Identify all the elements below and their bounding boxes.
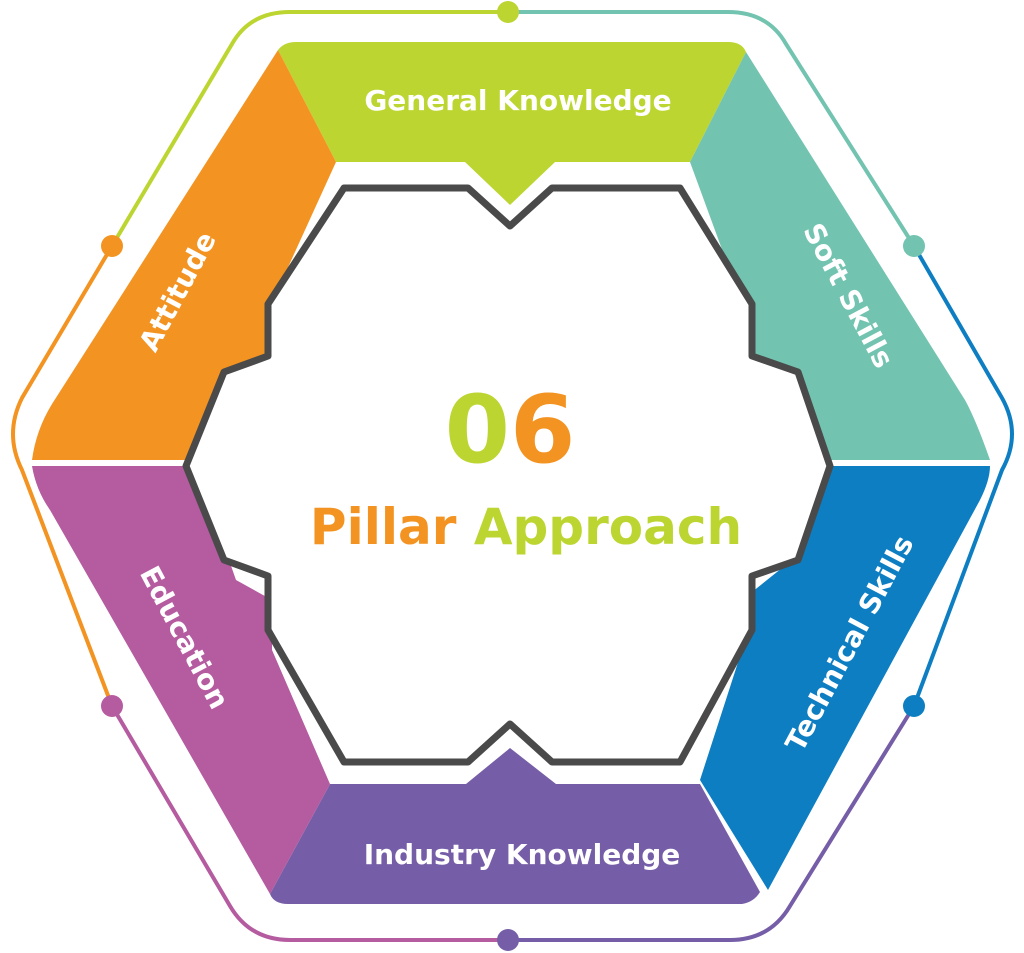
segment-industry-knowledge [270, 748, 760, 904]
center-title-word-2: Approach [474, 498, 742, 556]
ring-dot-top-left [101, 235, 123, 257]
center-number: 06 [445, 376, 576, 485]
ring-dot-bottom-right [903, 695, 925, 717]
center-title-word-1: Pillar [310, 498, 457, 556]
segment-technical-skills [700, 466, 990, 890]
ring-dot-top-right [903, 235, 925, 257]
outer-ring-left [11, 244, 114, 708]
ring-dots [101, 1, 925, 951]
center-title: Pillar Approach [310, 498, 742, 556]
outer-ring-right [912, 244, 1014, 708]
outer-ring-top-left [110, 10, 510, 248]
outer-ring-bottom-left [110, 704, 510, 942]
ring-dot-bottom-left [101, 695, 123, 717]
outer-ring [11, 10, 1014, 942]
inner-hexagon-outline [182, 184, 834, 766]
segment-attitude [32, 50, 336, 460]
segment-education [32, 466, 330, 894]
center-number-digit-1: 0 [445, 376, 510, 485]
outer-ring-bottom-right [506, 704, 916, 942]
outer-ring-top-right [506, 10, 916, 248]
segment-label-industry-knowledge: Industry Knowledge [364, 838, 681, 871]
segment-general-knowledge [278, 42, 746, 205]
ring-dot-bottom [497, 929, 519, 951]
ring-dot-top [497, 1, 519, 23]
center-number-digit-2: 6 [510, 376, 575, 485]
segment-label-general-knowledge: General Knowledge [364, 84, 671, 117]
segments [32, 42, 990, 904]
